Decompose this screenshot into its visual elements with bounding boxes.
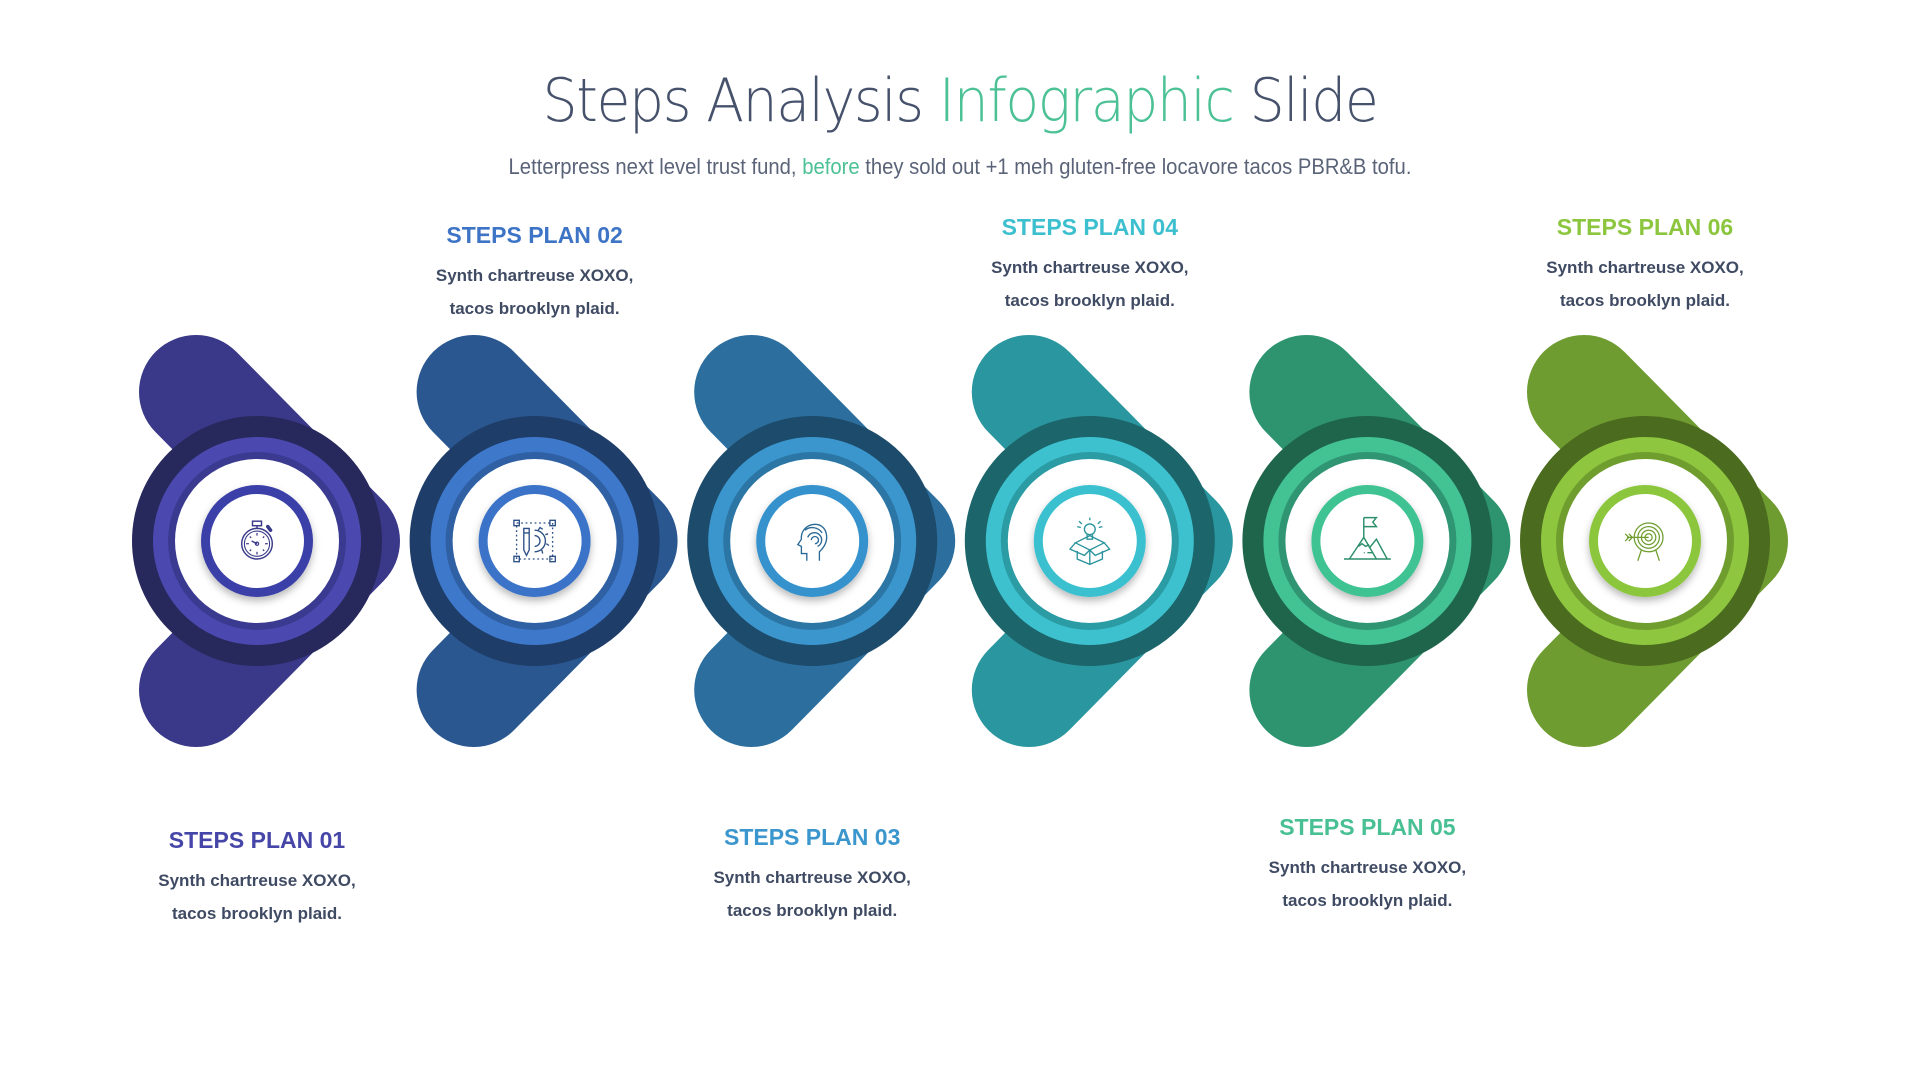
step-label-6: STEPS PLAN 06 Synth chartreuse XOXO, tacos… [1495,214,1795,317]
subtitle-accent-text: before [802,154,860,179]
step-description-line: tacos brooklyn plaid. [1282,891,1453,910]
inner-disk [1598,494,1692,588]
step-2 [409,335,678,747]
step-description-line: Synth chartreuse XOXO, [435,266,634,285]
step-description-line: tacos brooklyn plaid. [171,904,343,923]
subtitle-text: Letterpress next level trust fund, [508,154,803,179]
step-description-line: Synth chartreuse XOXO, [158,871,356,890]
step-heading: STEPS PLAN 04 [1001,214,1178,240]
inner-disk [210,494,304,588]
inner-disk [1042,494,1137,588]
step-heading: STEPS PLAN 01 [168,827,346,853]
title-text: Steps Analysis [542,66,939,136]
step-label-4: STEPS PLAN 04 Synth chartreuse XOXO, tacos… [940,214,1240,317]
step-description-line: Synth chartreuse XOXO, [1268,858,1467,877]
title-text-end: Slide [1233,66,1379,136]
step-5 [1242,335,1511,747]
step-heading: STEPS PLAN 06 [1556,214,1734,240]
step-label-2: STEPS PLAN 02 Synth chartreuse XOXO, tacos… [385,222,685,325]
step-label-3: STEPS PLAN 03 Synth chartreuse XOXO, tacos… [662,824,962,927]
step-6 [1520,335,1788,747]
subtitle-text-end: they sold out +1 meh gluten-free locavor… [859,154,1412,179]
page-subtitle: Letterpress next level trust fund, befor… [77,154,1843,180]
step-description-line: tacos brooklyn plaid. [727,901,898,920]
step-description-line: Synth chartreuse XOXO, [991,258,1189,277]
step-4 [964,335,1233,747]
step-description-line: tacos brooklyn plaid. [449,299,620,318]
inner-disk [1320,494,1415,588]
step-heading: STEPS PLAN 03 [723,824,901,850]
inner-disk [487,494,582,588]
step-label-5: STEPS PLAN 05 Synth chartreuse XOXO, tacos… [1217,814,1517,917]
step-heading: STEPS PLAN 05 [1279,814,1456,840]
page-title: Steps Analysis Infographic Slide [77,66,1843,136]
title-accent-text: Infographic [938,66,1235,136]
step-description-line: tacos brooklyn plaid. [1004,291,1175,310]
step-description-line: Synth chartreuse XOXO, [1546,258,1744,277]
inner-disk [765,494,860,588]
step-3 [687,335,956,747]
step-description-line: Synth chartreuse XOXO, [713,868,911,887]
step-heading: STEPS PLAN 02 [446,222,623,248]
step-description-line: tacos brooklyn plaid. [1559,291,1731,310]
step-1 [132,335,400,747]
step-label-1: STEPS PLAN 01 Synth chartreuse XOXO, tacos… [107,827,407,930]
